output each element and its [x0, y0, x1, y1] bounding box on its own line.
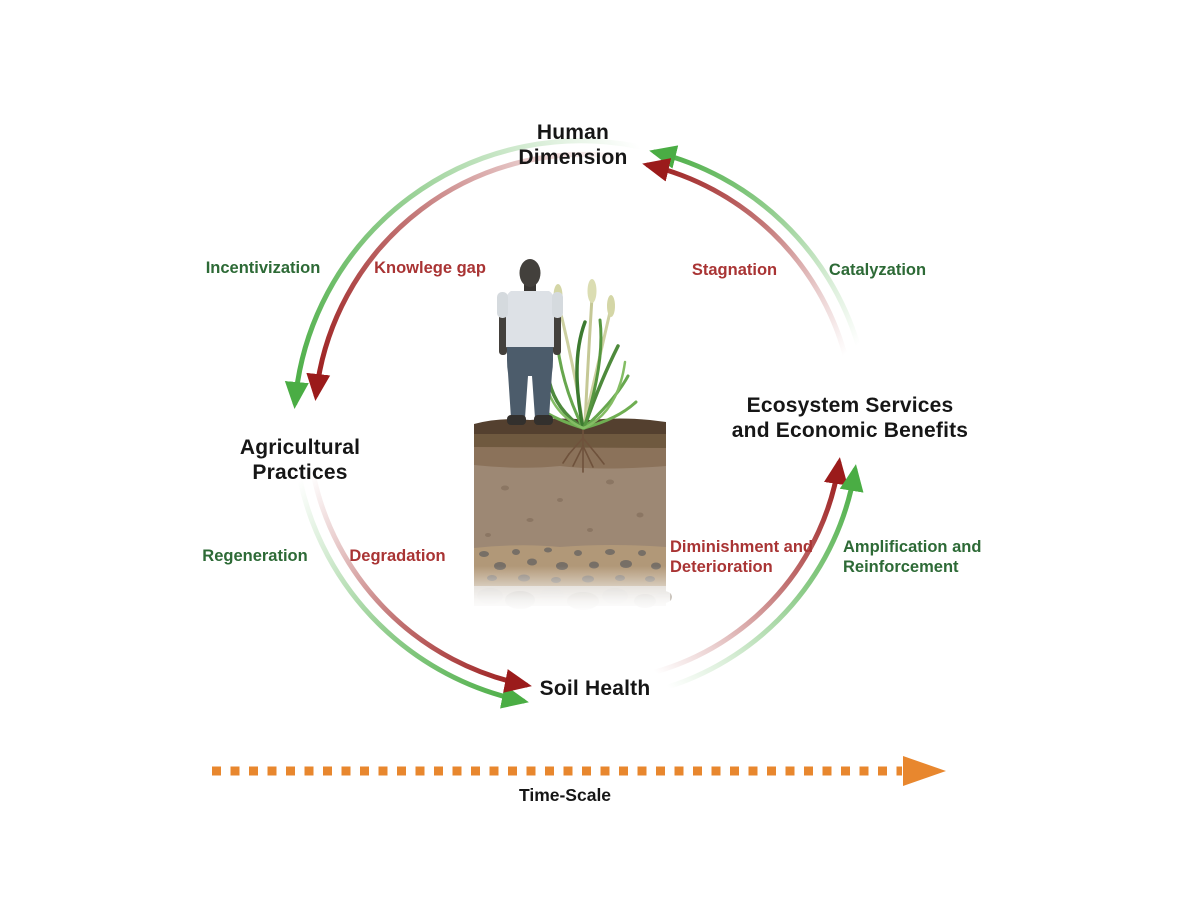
node-human-dimension: Human Dimension — [518, 121, 628, 169]
arrow-soil-to-ecosystem-positive-icon — [665, 464, 864, 690]
edge-label-amplification: Amplification and Reinforcement — [843, 538, 982, 577]
crop-plant — [537, 279, 638, 430]
time-scale-arrow-icon — [212, 756, 946, 786]
edge-label-regeneration: Regeneration — [202, 547, 308, 565]
arrow-ecosystem-to-human-positive-icon — [649, 145, 861, 348]
node-agricultural-practices: Agricultural Practices — [239, 436, 361, 484]
cycle-arrows — [284, 138, 864, 709]
edge-label-degradation: Degradation — [349, 547, 446, 565]
time-scale-label: Time-Scale — [518, 785, 612, 805]
edge-label-stagnation: Stagnation — [691, 261, 778, 279]
arrow-human-to-agricultural-positive-icon — [284, 138, 643, 409]
arrow-human-to-agricultural-negative-icon — [306, 151, 631, 401]
plant-roots — [562, 429, 605, 473]
soil-cross-section — [470, 418, 672, 612]
edge-label-incentivization: Incentivization — [205, 259, 321, 277]
arrow-soil-to-ecosystem-negative-icon — [652, 457, 848, 675]
person-figure — [497, 259, 563, 425]
node-ecosystem-services: Ecosystem Services and Economic Benefits — [731, 394, 969, 442]
edge-label-diminishment: Diminishment and Deterioration — [670, 538, 814, 577]
arrow-ecosystem-to-human-negative-icon — [642, 158, 848, 358]
arrow-agricultural-to-soil-negative-icon — [310, 470, 532, 693]
arrow-agricultural-to-soil-positive-icon — [297, 477, 529, 709]
node-soil-health: Soil Health — [539, 677, 651, 700]
edge-label-knowledge-gap: Knowlege gap — [374, 259, 486, 277]
edge-label-catalyzation: Catalyzation — [828, 261, 927, 279]
